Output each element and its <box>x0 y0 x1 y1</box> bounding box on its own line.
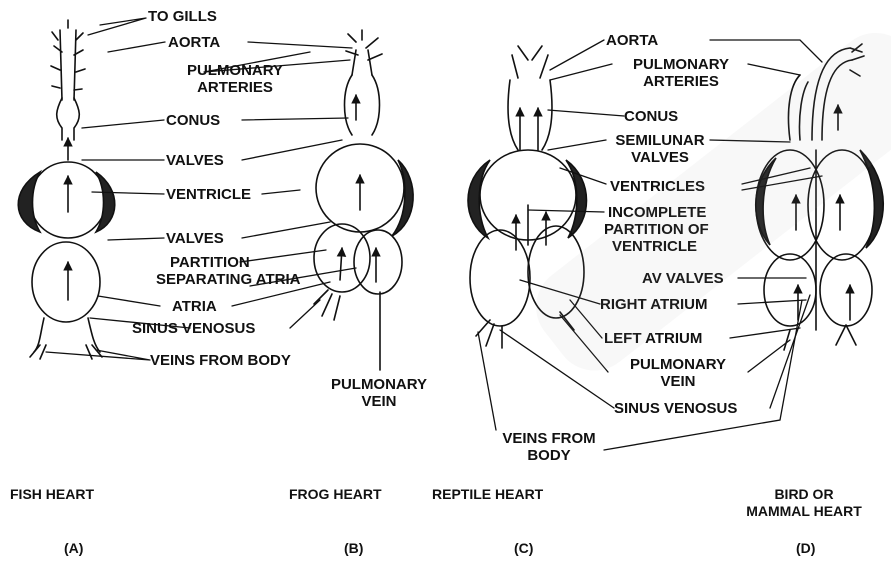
label-line: SEPARATING ATRIA <box>156 271 316 288</box>
caption-fish-heart: FISH HEART <box>10 486 94 503</box>
label-line: PARTITION <box>156 254 316 271</box>
bird-wall-right <box>860 150 883 248</box>
label-valves-bottom: VALVES <box>166 230 224 247</box>
label-line: SEMILUNAR <box>606 132 714 149</box>
label-av-valves: AV VALVES <box>642 270 724 287</box>
label-line: VEINS FROM <box>494 430 604 447</box>
label-conus-fish: CONUS <box>166 112 220 129</box>
label-veins-from-body-reptile: VEINS FROM BODY <box>494 430 604 464</box>
fish-aorta <box>60 30 76 100</box>
label-to-gills: TO GILLS <box>148 8 217 25</box>
label-aorta-reptile: AORTA <box>606 32 658 49</box>
label-line: VEIN <box>314 393 444 410</box>
label-valves-top: VALVES <box>166 152 224 169</box>
label-line: ARTERIES <box>612 73 750 90</box>
label-sinus-venosus-reptile: SINUS VENOSUS <box>614 400 737 417</box>
bird-wall-left <box>756 158 776 245</box>
label-semilunar-valves: SEMILUNAR VALVES <box>606 132 714 166</box>
bird-heart <box>756 44 884 350</box>
caption-d: (D) <box>796 540 815 557</box>
label-ventricles: VENTRICLES <box>610 178 705 195</box>
caption-reptile-heart: REPTILE HEART <box>432 486 543 503</box>
label-line: PULMONARY <box>314 376 444 393</box>
reptile-conus <box>508 80 552 150</box>
caption-bird-mammal-heart: BIRD OR MAMMAL HEART <box>720 486 888 520</box>
fish-conus <box>57 98 80 140</box>
frog-heart <box>314 30 413 370</box>
bird-right-ventricle <box>756 150 824 260</box>
caption-line: MAMMAL HEART <box>720 503 888 520</box>
bird-left-atrium <box>820 254 872 326</box>
label-line: PULMONARY <box>612 56 750 73</box>
label-pulmonary-vein-reptile: PULMONARY VEIN <box>606 356 750 390</box>
caption-frog-heart: FROG HEART <box>289 486 382 503</box>
label-partition-fish: PARTITION SEPARATING ATRIA <box>156 254 316 288</box>
label-line: PULMONARY <box>606 356 750 373</box>
label-line: INCOMPLETE <box>604 204 754 221</box>
label-conus-reptile: CONUS <box>624 108 678 125</box>
label-left-atrium: LEFT ATRIUM <box>604 330 702 347</box>
fish-heart <box>18 20 115 359</box>
label-line: PARTITION OF <box>604 221 754 238</box>
frog-arteries <box>346 30 382 60</box>
fish-ventricle-wall <box>18 172 40 232</box>
bird-aorta-arch <box>812 48 862 140</box>
reptile-right-atrium <box>470 230 530 326</box>
label-line: VALVES <box>606 149 714 166</box>
label-line: VENTRICLE <box>604 238 754 255</box>
frog-veins <box>314 290 380 370</box>
label-right-atrium: RIGHT ATRIUM <box>600 296 707 313</box>
reptile-arteries <box>512 46 548 78</box>
reptile-left-atrium <box>528 226 584 318</box>
label-line: VEIN <box>606 373 750 390</box>
frog-conus <box>345 75 380 135</box>
caption-line: BIRD OR <box>720 486 888 503</box>
reptile-heart <box>468 46 587 348</box>
label-aorta-fish-frog: AORTA <box>168 34 220 51</box>
label-veins-from-body-fish: VEINS FROM BODY <box>150 352 291 369</box>
fish-atrium <box>32 242 100 322</box>
label-pulmonary-arteries-reptile: PULMONARY ARTERIES <box>612 56 750 90</box>
bird-left-ventricle <box>808 150 876 260</box>
bird-pulmonary <box>788 75 808 140</box>
caption-b: (B) <box>344 540 363 557</box>
caption-a: (A) <box>64 540 83 557</box>
label-pulmonary-arteries-fish: PULMONARY ARTERIES <box>170 62 300 96</box>
bird-right-atrium <box>764 254 816 326</box>
fish-sinus <box>34 318 100 352</box>
label-incomplete-partition: INCOMPLETE PARTITION OF VENTRICLE <box>604 204 754 255</box>
label-line: ARTERIES <box>170 79 300 96</box>
label-atria: ATRIA <box>172 298 217 315</box>
label-sinus-venosus-fish: SINUS VENOSUS <box>132 320 255 337</box>
fish-gill-arteries <box>51 20 85 90</box>
frog-left-atrium <box>354 230 402 294</box>
label-line: BODY <box>494 447 604 464</box>
caption-c: (C) <box>514 540 533 557</box>
label-line: PULMONARY <box>170 62 300 79</box>
fish-veins <box>30 345 102 359</box>
label-pulmonary-vein-frog: PULMONARY VEIN <box>314 376 444 410</box>
label-ventricle: VENTRICLE <box>166 186 251 203</box>
